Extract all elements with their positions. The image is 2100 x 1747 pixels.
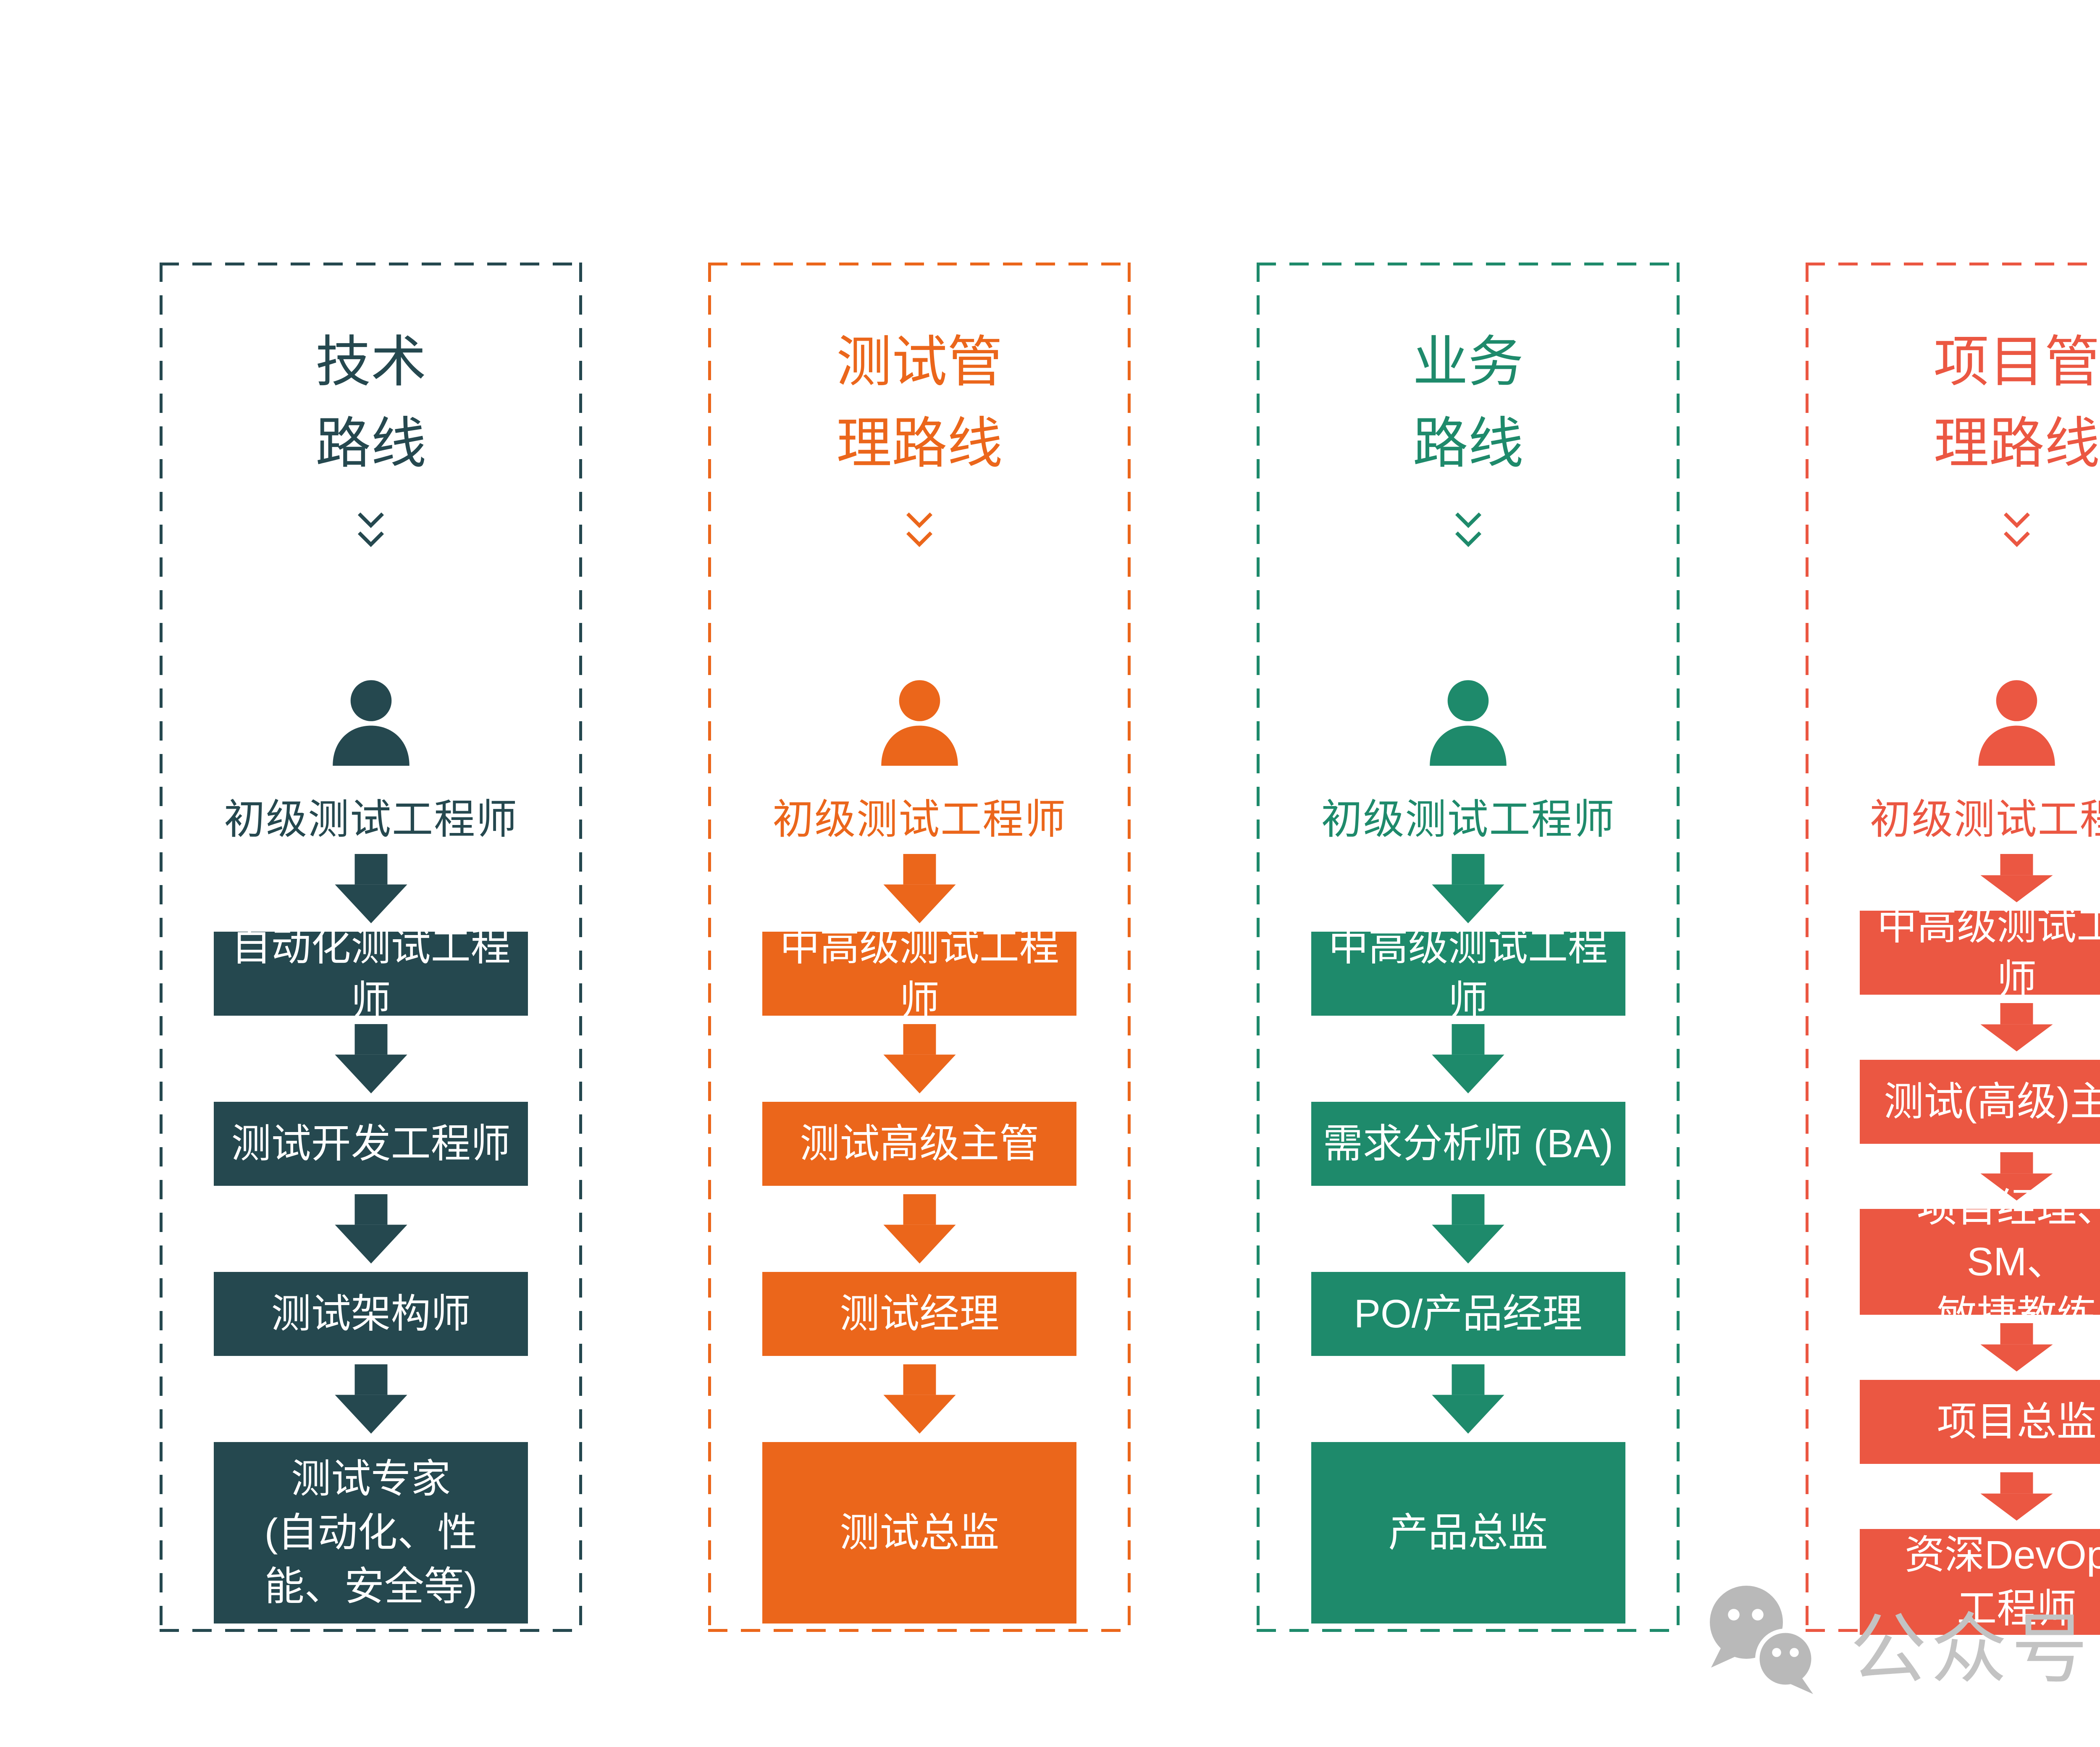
role-box: 项目经理、SM、 敏捷教练 bbox=[1859, 1186, 2100, 1338]
down-arrow-icon bbox=[328, 1194, 414, 1264]
role-box: 产品总监 bbox=[1311, 1442, 1625, 1624]
routes-container: 技术 路线 初级测试工程师 自动化测试工程师 测试开发工程师 测试架构师 bbox=[160, 263, 2100, 1635]
route-column-project-management: 项目管 理路线 初级测试工程师 中高级测试工程师 测试(高级)主管 项目经理、S… bbox=[1805, 263, 2100, 1635]
column-title: 测试管 理路线 bbox=[836, 331, 1003, 475]
person-icon bbox=[1423, 678, 1513, 766]
down-arrow-icon bbox=[328, 1364, 414, 1434]
role-box: 测试总监 bbox=[762, 1442, 1077, 1624]
down-arrow-icon bbox=[1425, 1364, 1511, 1434]
down-arrow-icon bbox=[1425, 854, 1511, 924]
down-arrow-icon bbox=[877, 1024, 963, 1094]
down-arrow-icon bbox=[1974, 854, 2060, 903]
role-box: 项目总监 bbox=[1859, 1380, 2100, 1464]
column-title: 业务 路线 bbox=[1412, 331, 1524, 475]
role-box: 测试高级主管 bbox=[762, 1102, 1077, 1186]
route-column-test-management: 测试管 理路线 初级测试工程师 中高级测试工程师 测试高级主管 测试经理 bbox=[708, 263, 1131, 1632]
junior-level-label: 初级测试工程师 bbox=[1321, 796, 1615, 843]
role-box: 中高级测试工程师 bbox=[762, 925, 1077, 1023]
role-box: 需求分析师 (BA) bbox=[1311, 1102, 1625, 1186]
role-box: 测试(高级)主管 bbox=[1859, 1060, 2100, 1144]
down-arrow-icon bbox=[877, 1194, 963, 1264]
down-arrow-icon bbox=[1974, 1152, 2060, 1201]
junior-level-label: 初级测试工程师 bbox=[224, 796, 518, 843]
column-title: 技术 路线 bbox=[315, 331, 427, 475]
wechat-watermark: 公众号 · 霍格沃兹测试学院 bbox=[1701, 1579, 2100, 1705]
person-icon bbox=[1971, 678, 2062, 766]
junior-level-label: 初级测试工程师 bbox=[772, 796, 1067, 843]
double-chevron-down-icon bbox=[1993, 507, 2040, 554]
down-arrow-icon bbox=[1974, 1472, 2060, 1521]
person-icon bbox=[874, 678, 965, 766]
down-arrow-icon bbox=[1974, 1323, 2060, 1372]
down-arrow-icon bbox=[1425, 1024, 1511, 1094]
person-icon bbox=[326, 678, 416, 766]
wechat-icon bbox=[1701, 1579, 1827, 1705]
role-box: 中高级测试工程师 bbox=[1859, 904, 2100, 1002]
double-chevron-down-icon bbox=[1445, 507, 1492, 554]
junior-level-label: 初级测试工程师 bbox=[1869, 796, 2100, 843]
role-box: PO/产品经理 bbox=[1311, 1272, 1625, 1356]
down-arrow-icon bbox=[877, 1364, 963, 1434]
column-title: 项目管 理路线 bbox=[1933, 331, 2100, 475]
down-arrow-icon bbox=[1425, 1194, 1511, 1264]
role-box: 测试经理 bbox=[762, 1272, 1077, 1356]
role-box: 测试专家 (自动化、性 能、安全等) bbox=[214, 1442, 528, 1624]
down-arrow-icon bbox=[328, 854, 414, 924]
role-box: 测试开发工程师 bbox=[214, 1102, 528, 1186]
double-chevron-down-icon bbox=[347, 507, 394, 554]
route-column-technical: 技术 路线 初级测试工程师 自动化测试工程师 测试开发工程师 测试架构师 bbox=[160, 263, 583, 1632]
wechat-watermark-text: 公众号 · 霍格沃兹测试学院 bbox=[1850, 1606, 2100, 1692]
down-arrow-icon bbox=[1974, 1003, 2060, 1052]
double-chevron-down-icon bbox=[896, 507, 943, 554]
down-arrow-icon bbox=[877, 854, 963, 924]
role-box: 自动化测试工程师 bbox=[214, 925, 528, 1023]
down-arrow-icon bbox=[328, 1024, 414, 1094]
role-box: 测试架构师 bbox=[214, 1272, 528, 1356]
route-column-business: 业务 路线 初级测试工程师 中高级测试工程师 需求分析师 (BA) PO/产品经… bbox=[1257, 263, 1680, 1632]
role-box: 中高级测试工程师 bbox=[1311, 925, 1625, 1023]
role-box: 资深DevOps 工程师 bbox=[1859, 1529, 2100, 1635]
